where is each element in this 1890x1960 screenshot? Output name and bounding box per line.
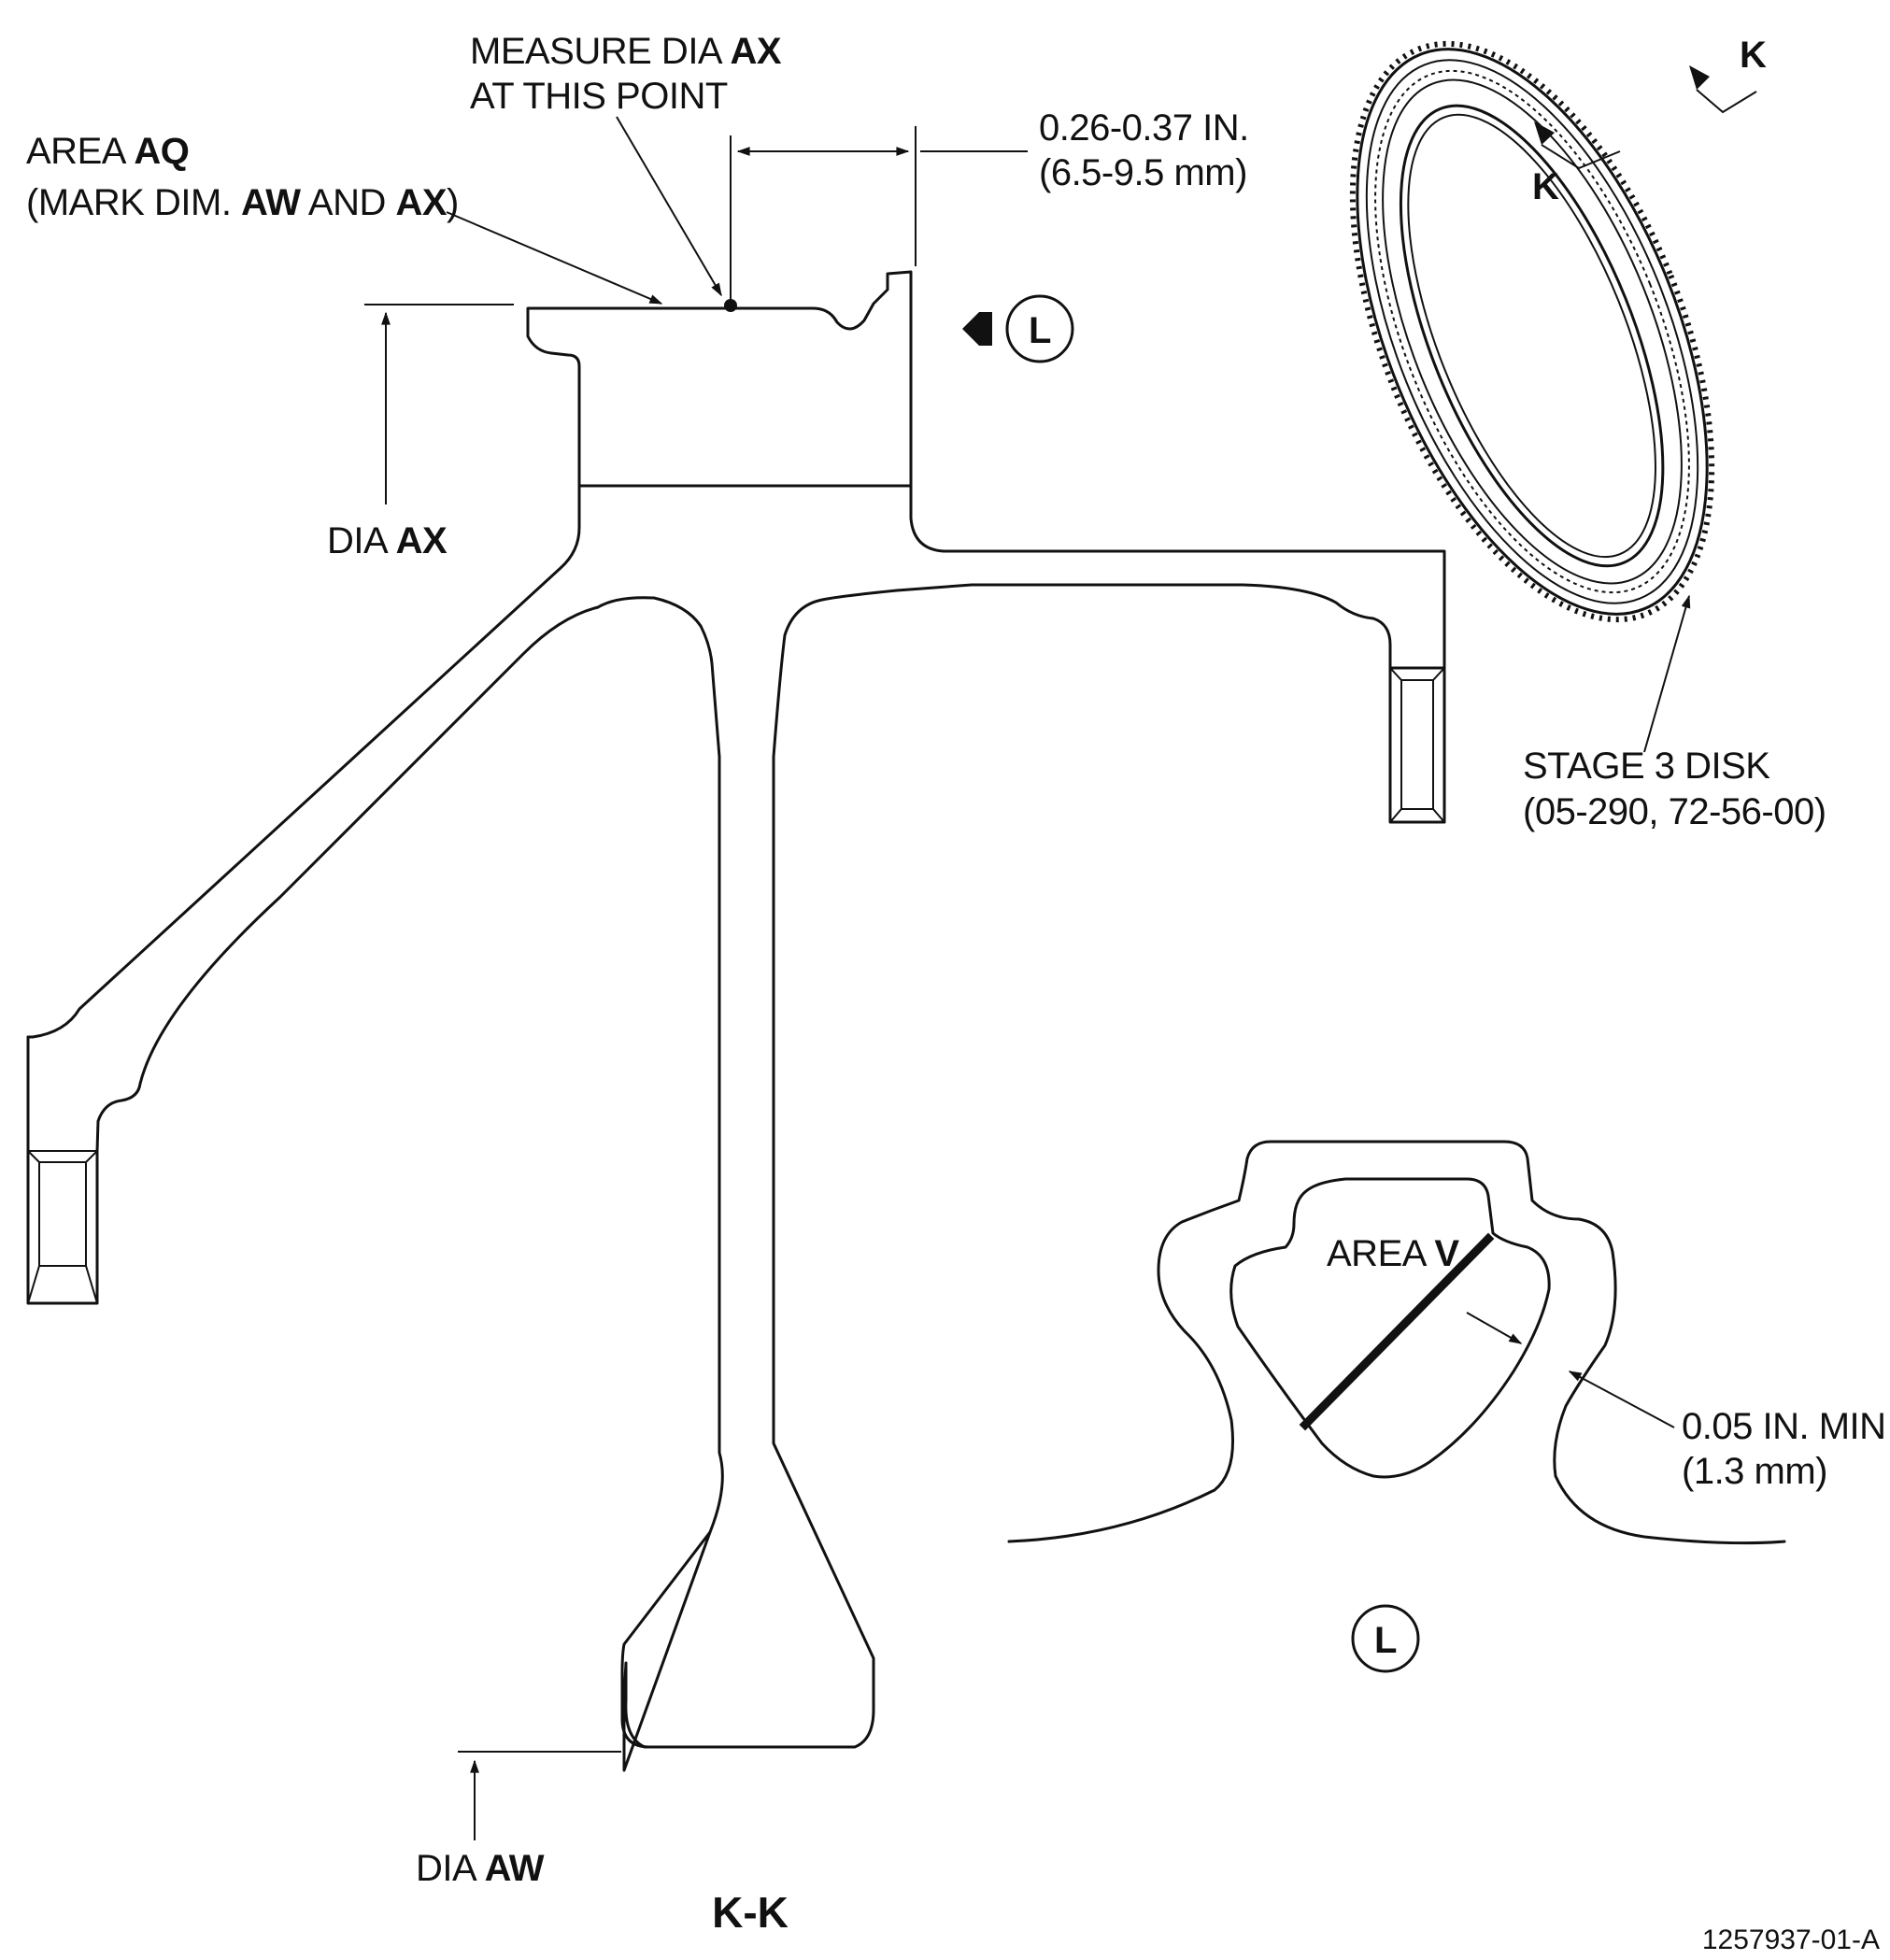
label-dim-inches: 0.26-0.37 IN. <box>1039 107 1249 149</box>
right-arm-inner <box>820 583 1392 670</box>
area-v-line <box>1299 1232 1495 1431</box>
view-l-letter: L <box>1029 310 1051 351</box>
left-arm-outline <box>26 484 581 1039</box>
figure-id: 1257937-01-A <box>1702 1924 1880 1955</box>
section-title: K-K <box>712 1888 789 1937</box>
view-l-circle <box>1005 294 1074 363</box>
dimension-lines <box>364 116 1074 1840</box>
label-measure-line1: MEASURE DIA AX <box>470 31 782 72</box>
central-web-outline <box>596 596 875 1772</box>
detail-l-circle <box>1351 1604 1420 1673</box>
label-area-v: AREA V <box>1327 1233 1459 1274</box>
min-gap-arrow-outer <box>1568 1371 1675 1428</box>
min-gap-arrow-inner <box>1466 1312 1523 1344</box>
label-min-mm: (1.3 mm) <box>1682 1451 1827 1492</box>
section-cut-label-1: K <box>1740 35 1767 76</box>
detail-l-view <box>1007 1140 1786 1673</box>
label-measure-line2: AT THIS POINT <box>470 76 728 117</box>
top-flange-outline <box>526 270 913 488</box>
section-cut-arrows <box>1534 65 1757 170</box>
section-kk-profile <box>26 270 1446 1772</box>
label-dia-ax: DIA AX <box>327 520 448 561</box>
section-cut-label-2: K <box>1532 166 1559 207</box>
central-web-foot <box>620 1530 712 1749</box>
leader-measure <box>616 116 722 297</box>
label-area-aq: AREA AQ <box>26 131 189 172</box>
right-end-chamfer <box>1389 667 1445 823</box>
left-arm-inner <box>95 605 600 1153</box>
leader-area-aq <box>446 211 663 305</box>
label-dia-aw: DIA AW <box>416 1848 545 1889</box>
right-arm-outline <box>909 484 1446 824</box>
detail-l-letter: L <box>1374 1620 1397 1661</box>
slot-outer-contour <box>1007 1140 1786 1545</box>
view-l-pointer <box>962 312 992 346</box>
leader-stage-disk <box>1643 594 1691 753</box>
label-mark-dim: (MARK DIM. AW AND AX) <box>26 182 459 223</box>
label-stage-disk: STAGE 3 DISK <box>1523 746 1770 787</box>
left-end-chamfer <box>27 1150 98 1304</box>
label-min-inches: 0.05 IN. MIN <box>1682 1406 1886 1447</box>
label-stage-disk-ref: (05-290, 72-56-00) <box>1523 791 1826 832</box>
left-end-block <box>26 1035 99 1305</box>
label-dim-mm: (6.5-9.5 mm) <box>1039 152 1247 193</box>
right-end-block <box>1388 666 1446 824</box>
slot-inner-contour <box>1229 1177 1551 1479</box>
labels: MEASURE DIA AX AT THIS POINT AREA AQ (MA… <box>26 31 1886 1955</box>
